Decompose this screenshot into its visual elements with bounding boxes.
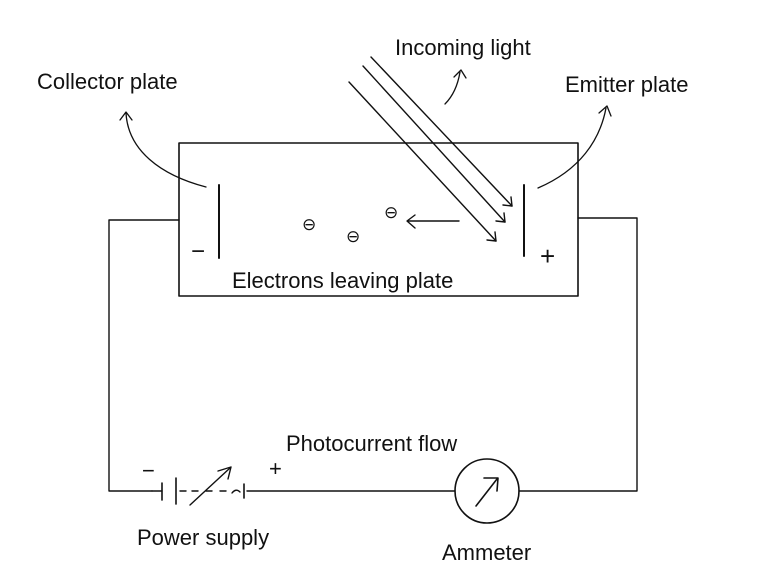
- light-pointer-arrow: [444, 69, 467, 105]
- incoming-light-rays: [348, 56, 513, 242]
- power-supply-symbol: [151, 466, 245, 506]
- emitter-plate-label: Emitter plate: [565, 72, 689, 97]
- emitter-sign: +: [540, 241, 556, 271]
- power-supply-label: Power supply: [137, 525, 270, 550]
- ammeter-label: Ammeter: [442, 540, 532, 565]
- supply-positive-sign: +: [269, 456, 282, 481]
- electron: ⊖: [384, 203, 399, 222]
- incoming-light-label: Incoming light: [395, 35, 531, 60]
- circuit-wire-right: [518, 217, 638, 492]
- ammeter-needle-icon: [475, 477, 499, 507]
- collector-pointer-arrow: [119, 111, 207, 188]
- circuit-wire-left: [108, 219, 180, 492]
- electron-direction-arrow: [406, 214, 460, 229]
- ammeter-symbol: [454, 458, 520, 524]
- emitter-pointer-arrow: [537, 105, 612, 189]
- collector-plate-label: Collector plate: [37, 69, 178, 94]
- electrons-leaving-label: Electrons leaving plate: [232, 268, 454, 293]
- electron: ⊖: [302, 215, 317, 234]
- electron: ⊖: [346, 227, 361, 246]
- photocurrent-flow-label: Photocurrent flow: [286, 431, 458, 456]
- collector-sign: −: [191, 238, 206, 265]
- supply-negative-sign: −: [142, 458, 155, 483]
